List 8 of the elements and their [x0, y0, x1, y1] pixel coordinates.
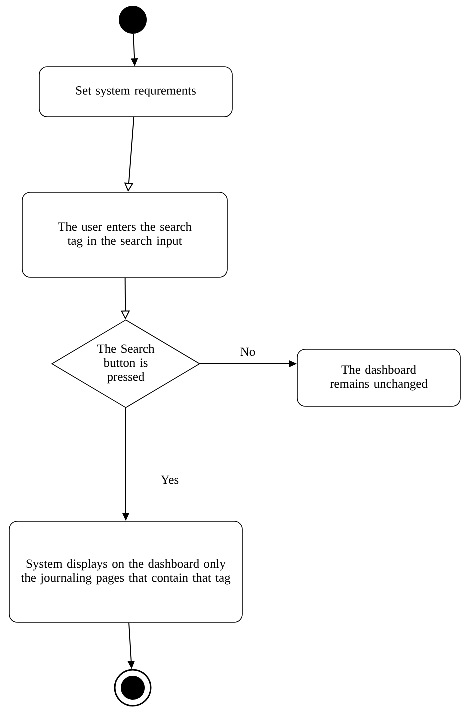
action-box: Set system requrements: [39, 66, 233, 118]
edge-label: Yes: [160, 474, 180, 486]
end-node: [114, 669, 152, 707]
action-box: The dashboard remains unchanged: [297, 349, 461, 407]
start-node: [119, 6, 147, 34]
action-box: The user enters the search tag in the search input: [22, 192, 228, 278]
edge-label: No: [239, 346, 257, 358]
action-box: System displays on the dashboard only the journaling pages that contain that tag: [9, 521, 243, 623]
